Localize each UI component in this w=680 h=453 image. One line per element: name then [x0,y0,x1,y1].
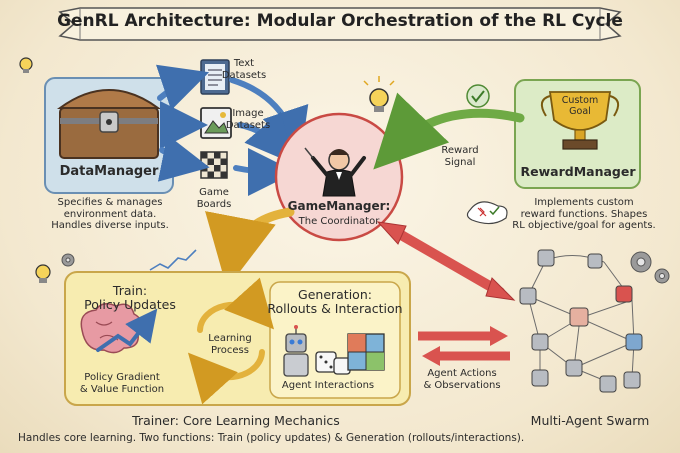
train-caption: Policy Gradient& Value Function [79,372,165,395]
learning-loop-icon [187,277,275,405]
exchange-arrows [418,326,510,366]
page-title: GenRL Architecture: Modular Orchestratio… [57,11,623,31]
trend-sketch [149,249,197,271]
data-manager-title: DataManager [59,164,159,179]
puzzle-cube-icon [347,333,385,371]
conductor-icon [304,147,366,197]
game-manager-subtitle: The Coordinator [298,216,380,227]
trainer-heading: Trainer: Core Learning Mechanics [132,413,340,428]
chessboard-icon [200,151,228,179]
checkmark-icon [466,84,508,225]
robot-icon [283,325,309,377]
treasure-chest-icon [56,89,162,159]
title-banner [58,7,622,41]
swarm-link-arrow [376,221,516,301]
dice-icon [315,351,351,375]
robot-icon [519,287,589,327]
agent-swarm-network [519,249,643,393]
robot-icon [531,369,641,393]
trophy-icon [540,91,620,150]
generation-caption: Agent Interactions [281,380,375,391]
lightbulb-icon [35,264,51,283]
lightbulb-icon [363,76,395,112]
brain-icon [80,303,158,354]
trainer-description: Handles core learning. Two functions: Tr… [18,432,525,444]
reward-manager-title: RewardManager [520,164,636,179]
train-title: Train:Policy Updates [84,283,176,313]
swarm-title: Multi-Agent Swarm [530,413,650,428]
gear-icon [61,251,670,284]
lightbulb-icon [19,57,33,73]
robot-icon [565,333,643,377]
reward-signal-arrow [373,92,525,170]
robot-icon [531,285,633,351]
exchange-label: Agent Actions& Observations [423,368,501,391]
trainer-flow-arrow [205,207,295,289]
generation-title: Generation:Rollouts & Interaction [267,287,403,317]
robot-icon [537,249,603,269]
data-flow-arrows [155,64,309,196]
game-manager-title: GameManager: [287,199,391,213]
